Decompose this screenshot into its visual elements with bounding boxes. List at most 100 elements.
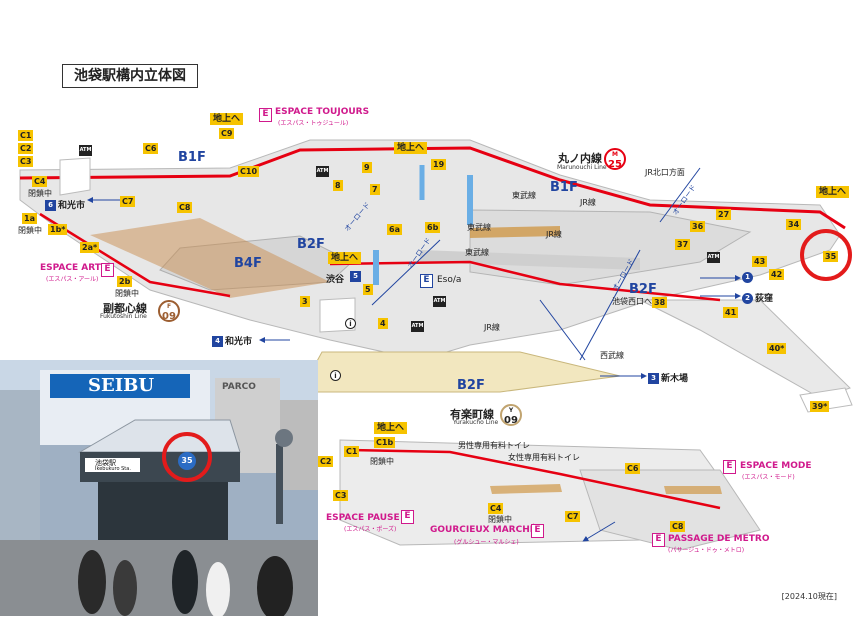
espace-mode-label: ESPACE MODE (740, 461, 812, 471)
exit-c4[interactable]: C4 (32, 176, 48, 187)
exit-2b[interactable]: 2b (117, 276, 133, 287)
exit-19[interactable]: 19 (431, 159, 447, 170)
ikebukuro-west-label: 池袋西口へ (612, 297, 652, 306)
yurakucho-exit-c1b[interactable]: C1b (374, 437, 396, 448)
seibu-sign: SEIBU (87, 375, 155, 396)
yurakucho-badge-number: 09 (504, 415, 518, 426)
exit-4[interactable]: 4 (378, 318, 388, 329)
passage-kana: (パサージュ・ドゥ・メトロ) (668, 547, 745, 554)
exit-6b[interactable]: 6b (425, 222, 441, 233)
closed-label-c4y: 閉鎖中 (488, 515, 512, 524)
info-icon: i (330, 370, 341, 381)
exit-c9[interactable]: C9 (219, 128, 235, 139)
parco-sign: PARCO (222, 382, 256, 392)
exit-c1[interactable]: C1 (18, 130, 34, 141)
exit-c3[interactable]: C3 (18, 156, 34, 167)
exit-2a[interactable]: 2a* (80, 242, 100, 253)
marunouchi-badge-letter: M (612, 151, 618, 158)
exit-9[interactable]: 9 (362, 162, 372, 173)
dest-wakoshi-top-num: 6 (45, 200, 56, 211)
floor-b2f-bottom: B2F (457, 378, 485, 393)
exit-43[interactable]: 43 (752, 256, 768, 267)
jr-label-3: JR線 (484, 323, 500, 332)
exit-6a[interactable]: 6a (387, 224, 402, 235)
exit-40[interactable]: 40* (767, 343, 787, 354)
tobu-label-1: 東武線 (512, 191, 536, 200)
exit-1a[interactable]: 1a (22, 213, 37, 224)
exit-c6[interactable]: C6 (143, 143, 159, 154)
yurakucho-exit-c8[interactable]: C8 (670, 521, 686, 532)
floor-b1f-left: B1F (178, 150, 206, 165)
yurakucho-exit-c7[interactable]: C7 (565, 511, 581, 522)
espace-pause-label: ESPACE PAUSE (326, 513, 400, 523)
dest-ogikubo-num: 2 (742, 293, 753, 304)
espace-art-label: ESPACE ART (40, 263, 101, 273)
floor-b2f-left: B2F (297, 237, 325, 252)
floor-b4f: B4F (234, 256, 262, 271)
tobu-label-2: 東武線 (467, 223, 491, 232)
exit-39[interactable]: 39* (810, 401, 830, 412)
espace-pause-kana: (エスパス・ポーズ) (344, 526, 397, 533)
exit-37[interactable]: 37 (675, 239, 691, 250)
exit-c8[interactable]: C8 (177, 202, 193, 213)
exit-3[interactable]: 3 (300, 296, 310, 307)
to-street-34[interactable]: 地上へ (816, 186, 850, 198)
espace-mode-kana: (エスパス・モード) (742, 474, 795, 481)
exit-42[interactable]: 42 (769, 269, 785, 280)
men-toilet-label: 男性専用有料トイレ (458, 441, 530, 450)
exit-c7[interactable]: C7 (120, 196, 136, 207)
to-street-yurakucho[interactable]: 地上へ (374, 422, 408, 434)
marunouchi-sub: Marunouchi Line (557, 164, 607, 171)
espace-art-e-icon: E (101, 263, 114, 277)
yurakucho-exit-c3[interactable]: C3 (333, 490, 349, 501)
closed-label-1a: 閉鎖中 (18, 226, 42, 235)
yurakucho-exit-c6[interactable]: C6 (625, 463, 641, 474)
exit-36[interactable]: 36 (690, 221, 706, 232)
atm-icon: ATM (707, 252, 720, 263)
yurakucho-badge: Y 09 (500, 404, 522, 426)
dest-marunouchi-1-num: 1 (742, 272, 753, 283)
women-toilet-label: 女性専用有料トイレ (508, 453, 580, 462)
entrance-station-en: Ikebukuro Sta. (95, 466, 131, 472)
tobu-label-3: 東武線 (465, 248, 489, 257)
to-street-c9[interactable]: 地上へ (210, 113, 244, 125)
floor-b1f-center: B1F (550, 180, 578, 195)
jr-north-label: JR北口方面 (645, 168, 685, 177)
yurakucho-exit-c2[interactable]: C2 (318, 456, 334, 467)
exit-41[interactable]: 41 (723, 307, 739, 318)
seibu-label: 西武線 (600, 351, 624, 360)
closed-label-c1b: 閉鎖中 (370, 457, 394, 466)
dest-marunouchi-1: 1 (742, 272, 755, 283)
passage-label: PASSAGE DE METRO (668, 534, 770, 544)
exit-8[interactable]: 8 (333, 180, 343, 191)
dest-ogikubo-text: 荻窪 (755, 294, 774, 304)
exit-c10[interactable]: C10 (238, 166, 260, 177)
yurakucho-exit-c4[interactable]: C4 (488, 503, 504, 514)
atm-icon: ATM (433, 296, 446, 307)
closed-label-c4: 閉鎖中 (28, 189, 52, 198)
dest-shinkiba-num: 3 (648, 373, 659, 384)
gourcieux-e-icon: E (531, 524, 544, 538)
yurakucho-exit-c1[interactable]: C1 (344, 446, 360, 457)
exit-5[interactable]: 5 (363, 284, 373, 295)
to-street-19[interactable]: 地上へ (394, 142, 428, 154)
esola-label: Eso/a (437, 275, 462, 285)
exit-7[interactable]: 7 (370, 184, 380, 195)
dest-shibuya-num: 5 (350, 271, 361, 282)
marunouchi-badge: M 25 (604, 148, 626, 170)
to-street-5[interactable]: 地上へ (328, 252, 362, 264)
dest-wakoshi-top-text: 和光市 (58, 201, 86, 211)
exit-34[interactable]: 34 (786, 219, 802, 230)
fukutoshin-sub: Fukutoshin Line (100, 313, 147, 320)
dest-shibuya: 5 (350, 271, 363, 282)
exit-27[interactable]: 27 (716, 209, 732, 220)
yurakucho-sub: Yurakucho Line (453, 419, 499, 426)
atm-icon: ATM (316, 166, 329, 177)
exit-38[interactable]: 38 (652, 297, 668, 308)
exit-1b[interactable]: 1b* (48, 224, 68, 235)
dest-shinkiba-text: 新木場 (661, 374, 689, 384)
atm-icon: ATM (411, 321, 424, 332)
exit-c2[interactable]: C2 (18, 143, 34, 154)
